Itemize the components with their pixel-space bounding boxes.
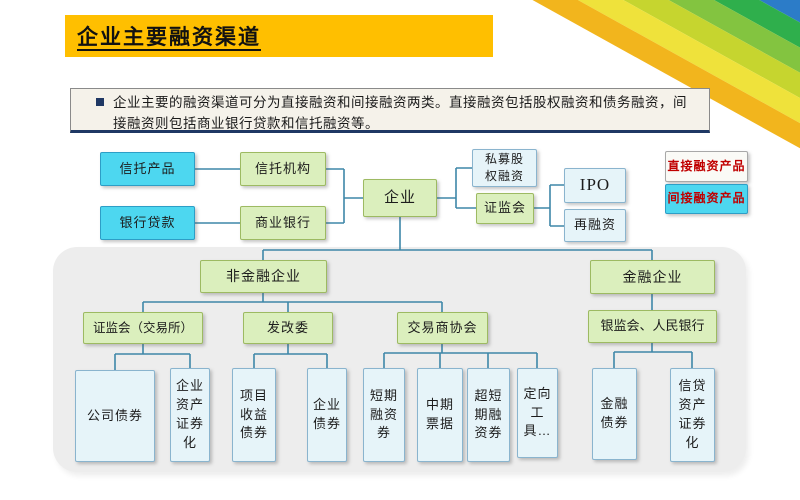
node-financial: 金融企业 <box>590 260 715 294</box>
node-trust-institution: 信托机构 <box>240 152 326 186</box>
title-bar: 企业主要融资渠道 <box>65 15 493 57</box>
summary-box: 企业主要的融资渠道可分为直接融资和间接融资两类。直接融资包括股权融资和债务融资，… <box>70 88 710 133</box>
node-financial-bond: 金融债券 <box>592 368 637 460</box>
node-enterprise-bond: 企业债券 <box>307 368 347 462</box>
node-cbrc-pboc: 银监会、人民银行 <box>588 310 717 343</box>
node-csrc-exchange: 证监会（交易所） <box>83 312 203 344</box>
node-bank-loan: 银行贷款 <box>100 206 195 240</box>
node-commercial-bank: 商业银行 <box>240 206 326 240</box>
node-dealers-assoc: 交易商协会 <box>397 312 488 344</box>
node-private-equity: 私募股权融资 <box>472 149 537 187</box>
node-refinancing: 再融资 <box>564 209 626 242</box>
node-enterprise-abs: 企业资产证券化 <box>170 368 210 462</box>
summary-text: 企业主要的融资渠道可分为直接融资和间接融资两类。直接融资包括股权融资和债务融资，… <box>113 92 701 134</box>
node-ppn: 定向工具… <box>517 368 558 458</box>
node-short-term-cp: 短期融资券 <box>363 368 405 462</box>
summary-line-2: 接融资则包括商业银行贷款和信托融资等。 <box>113 116 379 131</box>
summary-line-1: 企业主要的融资渠道可分为直接融资和间接融资两类。直接融资包括股权融资和债务融资，… <box>113 95 687 110</box>
node-super-short-cp: 超短期融资券 <box>467 368 510 462</box>
legend-direct-financing: 直接融资产品 <box>665 151 748 182</box>
bullet-square-icon <box>96 98 104 106</box>
node-corporate-bond: 公司债券 <box>75 370 155 462</box>
node-trust-product: 信托产品 <box>100 152 195 186</box>
legend-indirect-financing: 间接融资产品 <box>665 184 748 214</box>
node-credit-abs: 信贷资产证券化 <box>670 368 715 462</box>
node-ndrc: 发改委 <box>243 312 333 344</box>
node-enterprise: 企业 <box>363 179 437 217</box>
node-ipo: IPO <box>564 168 626 203</box>
slide-title: 企业主要融资渠道 <box>77 26 261 49</box>
node-non-financial: 非金融企业 <box>200 260 327 293</box>
node-csrc: 证监会 <box>476 193 534 224</box>
node-mtn: 中期票据 <box>417 368 463 462</box>
node-project-revenue-bond: 项目收益债券 <box>232 368 276 462</box>
